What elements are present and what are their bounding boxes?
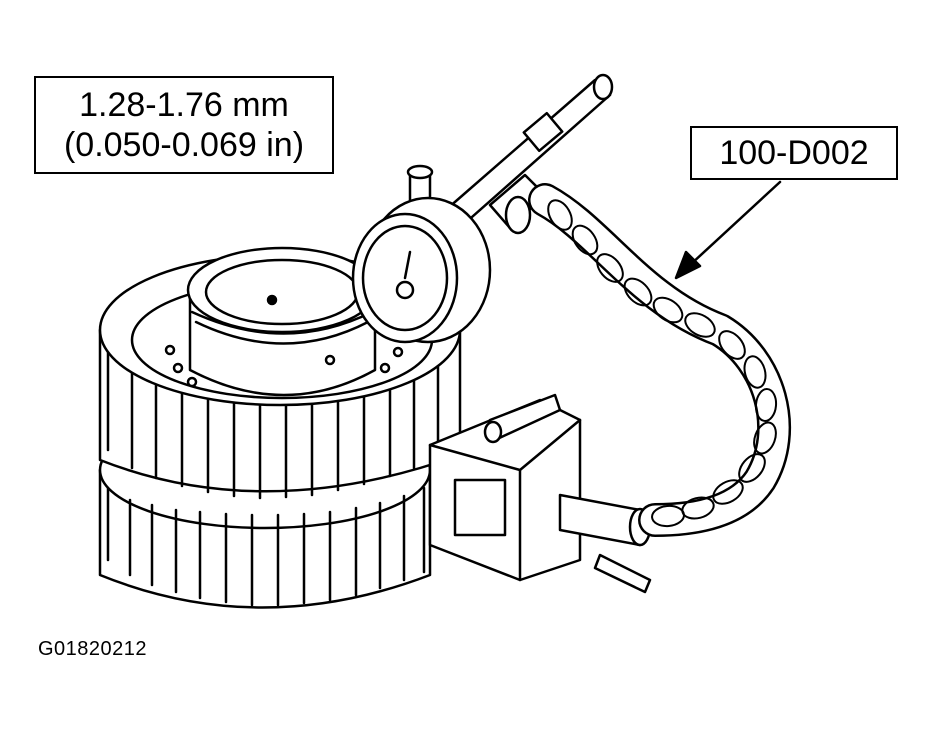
magnetic-base [428,393,652,594]
spec-metric: 1.28-1.76 mm [79,86,289,124]
clearance-specification-box: 1.28-1.76 mm (0.050-0.069 in) [34,76,334,174]
figure-id: G01820212 [38,638,148,660]
flexible-arm [528,183,791,537]
dial-indicator-gauge [351,164,492,344]
tool-label-box: 100-D002 [690,126,898,180]
tool-label: 100-D002 [719,133,869,172]
spec-imperial: (0.050-0.069 in) [63,126,305,164]
clutch-hub [186,246,378,397]
tool-leader-arrow [674,180,782,280]
